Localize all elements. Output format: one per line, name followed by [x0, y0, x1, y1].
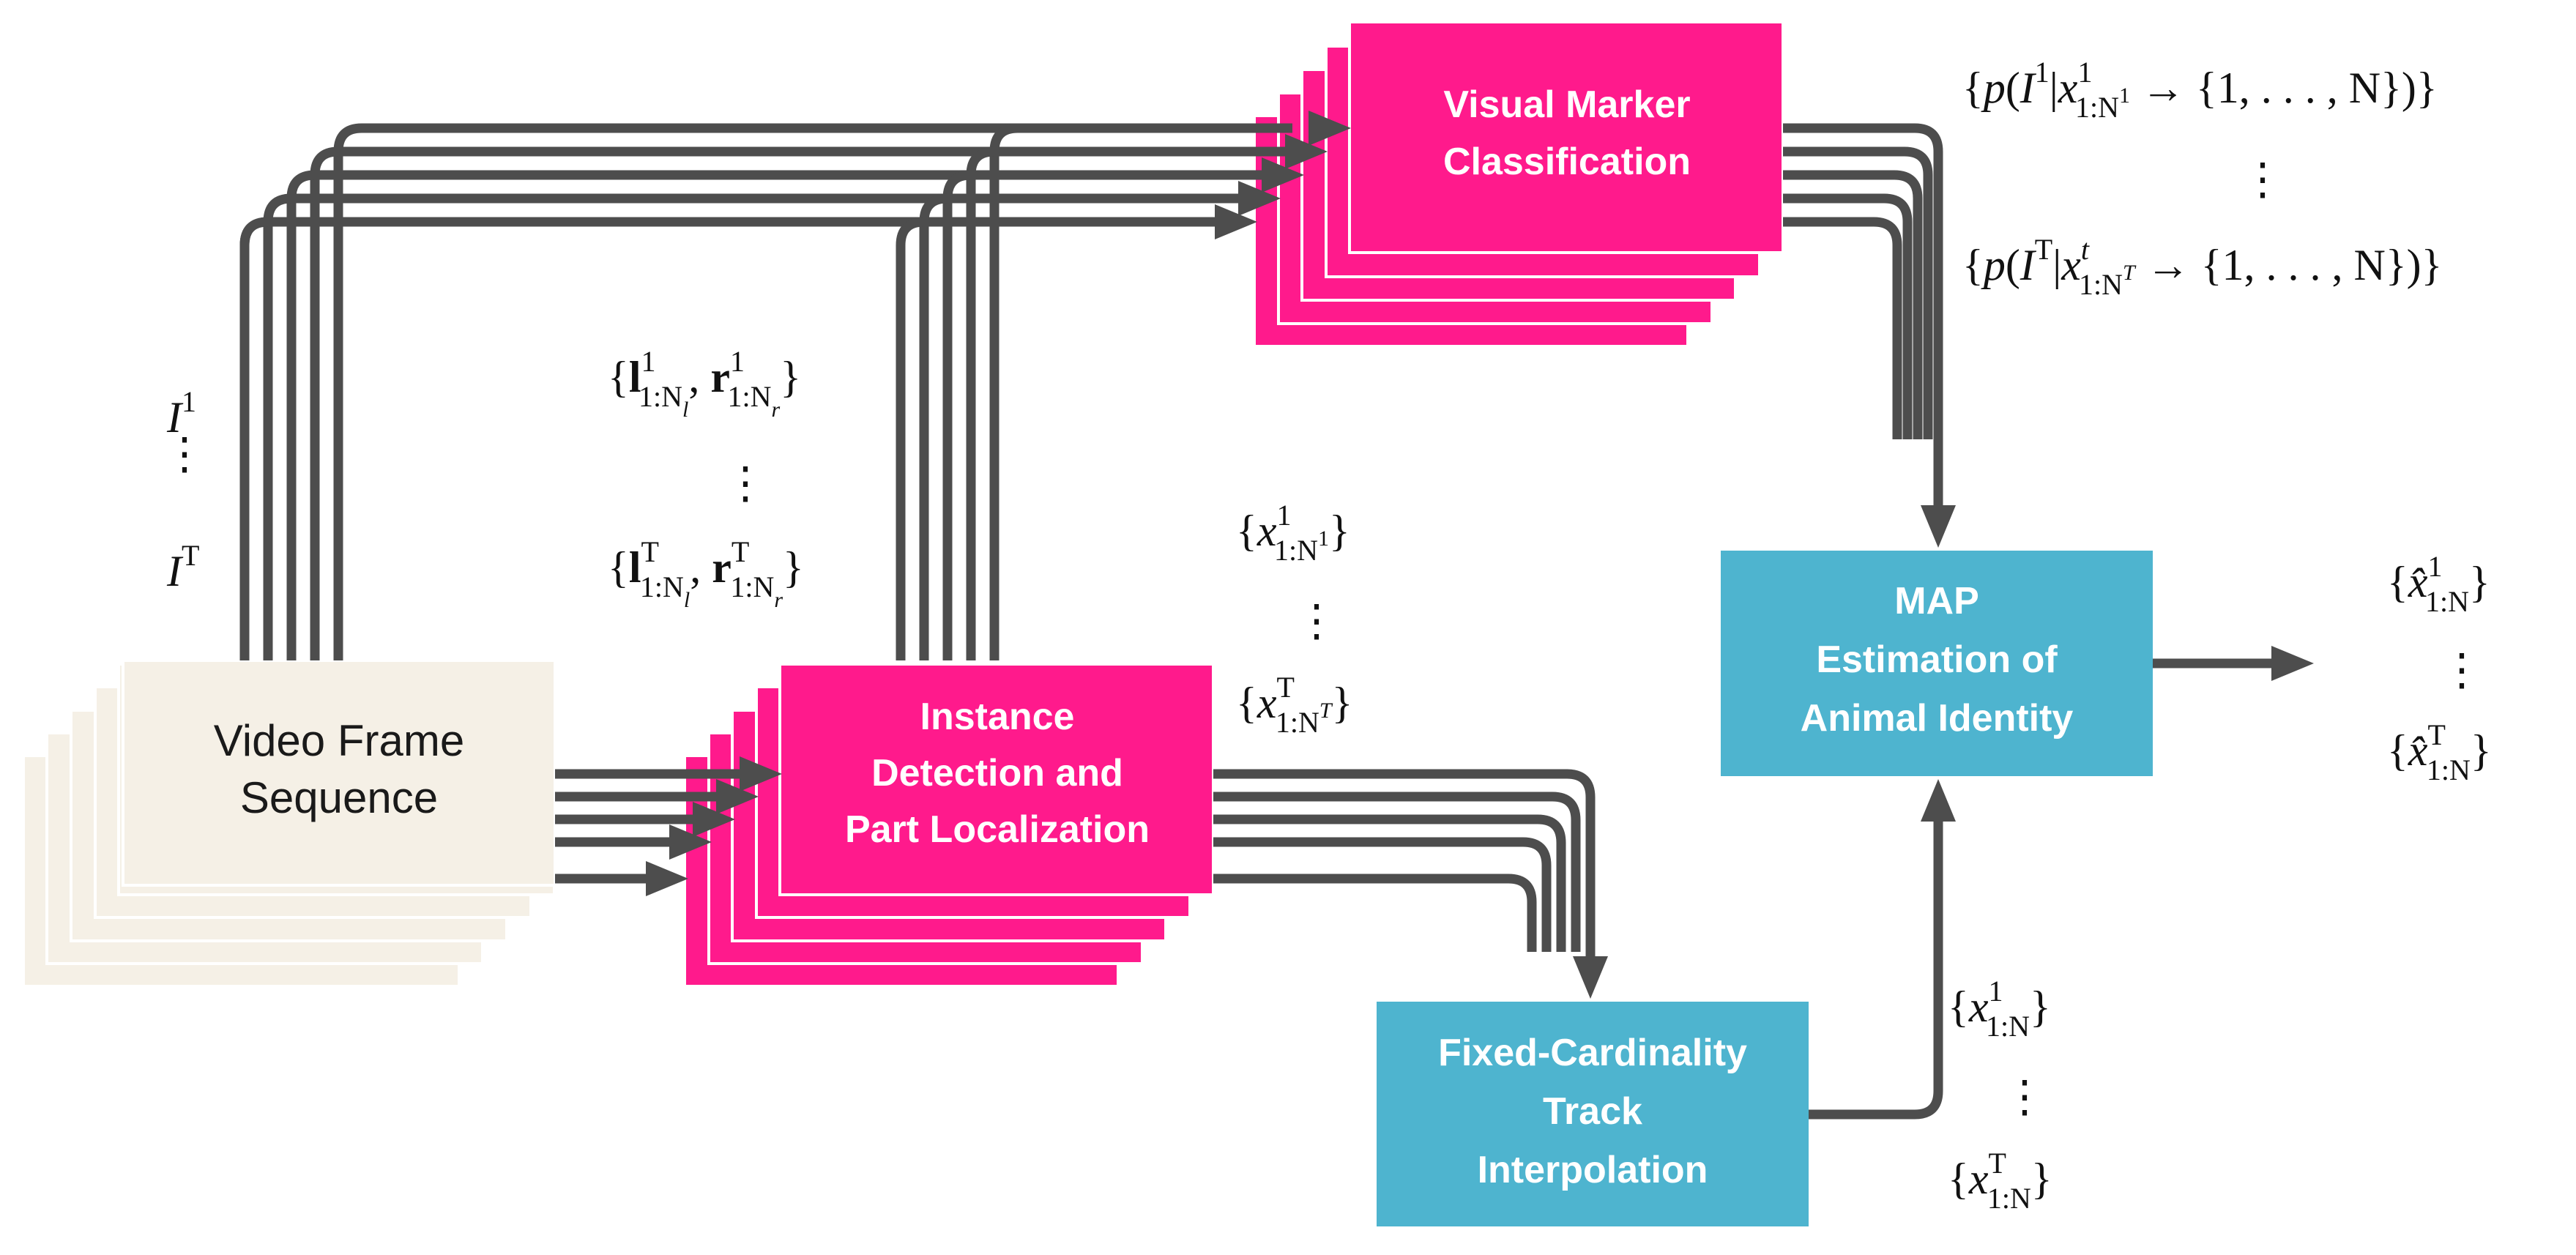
instance-detection-stack: [683, 663, 1215, 988]
map-label-line3: Animal Identity: [1801, 697, 2074, 740]
arrowhead-output: [2271, 646, 2314, 681]
parts-dots: ⋮: [723, 459, 767, 507]
arrowhead-visual-4: [1238, 181, 1281, 216]
arrowhead-visual-2: [1285, 134, 1328, 169]
detection-label-line3: Part Localization: [845, 808, 1150, 851]
visual-label-line2: Classification: [1443, 141, 1691, 183]
visual-marker-label: Visual Marker Classification: [1443, 83, 1691, 183]
arrow-visual-to-map-4: [1783, 193, 1913, 439]
visual-label-line1: Visual Marker: [1443, 83, 1690, 126]
arrowhead-interp: [1573, 956, 1608, 999]
identities-dots: ⋮: [2440, 646, 2484, 694]
video-frame-stack: [22, 659, 556, 988]
arrowhead-detection-5: [646, 861, 688, 896]
arrow-visual-to-map-5: [1783, 217, 1902, 439]
frame-last: IT: [166, 539, 199, 595]
arrowhead-detection-4: [669, 824, 712, 860]
arrow-visual-to-map-3: [1783, 170, 1923, 439]
arrow-detection-to-interp-1: [1213, 769, 1596, 952]
map-label-line1: MAP: [1894, 580, 1979, 622]
detections-dots: ⋮: [1295, 597, 1339, 645]
arrowhead-visual-3: [1262, 157, 1304, 193]
arrowhead-visual-1: [1309, 111, 1351, 146]
classification-dots: ⋮: [2241, 155, 2285, 204]
interp-label: Fixed-Cardinality Track Interpolation: [1438, 1032, 1747, 1191]
arrowheads: [646, 111, 2314, 999]
arrow-video-to-visual-1: [333, 123, 1292, 660]
arrow-visual-to-map-1: [1783, 123, 1943, 513]
arrows: [239, 123, 2277, 1120]
arrowhead-map-top: [1921, 505, 1956, 548]
arrow-visual-to-map-2: [1783, 146, 1933, 439]
arrowhead-detection-3: [693, 802, 735, 837]
interp-label-line3: Interpolation: [1478, 1149, 1708, 1191]
track-interpolation-box: [1377, 1002, 1809, 1226]
arrowhead-detection-1: [740, 756, 782, 792]
map-label-line2: Estimation of: [1816, 638, 2058, 681]
arrow-detection-to-interp-2: [1213, 792, 1581, 952]
arrowhead-detection-2: [716, 779, 759, 814]
visual-marker-stack: [1253, 21, 1784, 348]
arrow-video-to-visual-2: [310, 146, 1316, 660]
arrow-detection-to-interp-5: [1213, 874, 1537, 952]
interp-label-line2: Track: [1543, 1090, 1642, 1133]
detection-label-line2: Detection and: [871, 752, 1123, 794]
video-label-line1: Video Frame: [214, 716, 464, 765]
tracks-dots: ⋮: [2003, 1073, 2047, 1121]
interp-label-line1: Fixed-Cardinality: [1438, 1032, 1747, 1074]
frame-first: I1: [166, 385, 196, 442]
arrow-interp-to-map: [1809, 809, 1943, 1120]
map-estimation-box: [1721, 551, 2153, 776]
arrow-detection-to-visual-5: [896, 217, 925, 660]
map-label: MAP Estimation of Animal Identity: [1801, 580, 2074, 740]
arrowhead-visual-5: [1215, 204, 1257, 239]
video-label-line2: Sequence: [240, 773, 438, 822]
arrowhead-map-bottom: [1921, 779, 1956, 822]
frames-annotation: I1 ⋮ IT: [163, 385, 206, 595]
arrow-detection-to-interp-3: [1213, 814, 1566, 952]
detection-label: Instance Detection and Part Localization: [845, 696, 1150, 851]
arrow-video-to-visual-6: [239, 217, 1222, 660]
detection-label-line1: Instance: [920, 696, 1075, 738]
frames-dots: ⋮: [163, 430, 206, 478]
video-frame-label: Video Frame Sequence: [214, 716, 464, 822]
arrow-detection-to-visual-1: [989, 123, 1019, 660]
arrow-detection-to-interp-4: [1213, 837, 1552, 952]
